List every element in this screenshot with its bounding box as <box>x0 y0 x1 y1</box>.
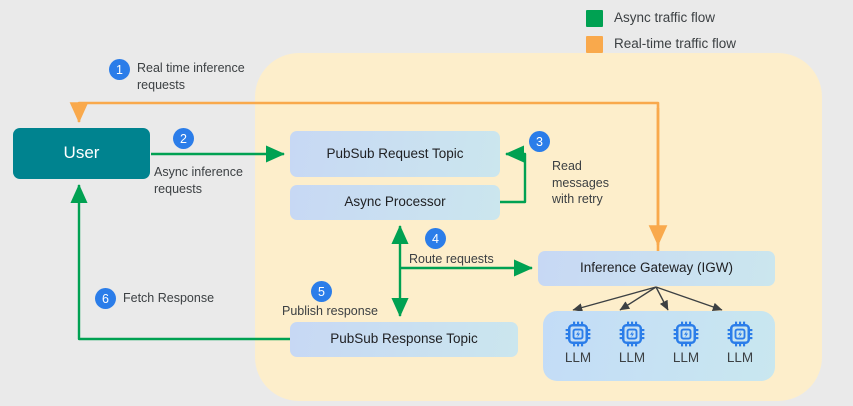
llm-label-2: LLM <box>618 350 646 365</box>
legend-item-async: Async traffic flow <box>586 7 736 29</box>
step-badge-2: 2 <box>173 128 194 149</box>
legend-label-async: Async traffic flow <box>614 10 716 26</box>
step-badge-5: 5 <box>311 281 332 302</box>
chip-icon <box>673 321 699 347</box>
chip-icon <box>727 321 753 347</box>
step-caption-3: Read messages with retry <box>552 159 609 206</box>
node-async-processor[interactable]: Async Processor <box>290 185 500 220</box>
step-caption-2: Async inference requests <box>154 165 243 196</box>
node-inference-gateway[interactable]: Inference Gateway (IGW) <box>538 251 775 286</box>
legend-item-realtime: Real-time traffic flow <box>586 33 736 55</box>
step-caption-5: Publish response <box>282 304 378 318</box>
chip-icon <box>565 321 591 347</box>
step-badge-6: 6 <box>95 288 116 309</box>
node-pubsub-response-topic[interactable]: PubSub Response Topic <box>290 322 518 357</box>
llm-cluster: LLM LLM <box>543 311 775 381</box>
llm-node-3[interactable]: LLM <box>661 319 711 365</box>
llm-node-4[interactable]: LLM <box>715 319 765 365</box>
step-badge-4: 4 <box>425 228 446 249</box>
llm-label-1: LLM <box>564 350 592 365</box>
step-badge-3: 3 <box>529 131 550 152</box>
green-square-icon <box>586 9 603 27</box>
llm-node-1[interactable]: LLM <box>553 319 603 365</box>
legend-label-realtime: Real-time traffic flow <box>614 36 737 52</box>
node-user[interactable]: User <box>13 128 150 179</box>
chip-icon <box>619 321 645 347</box>
legend: Async traffic flow Real-time traffic flo… <box>586 7 736 59</box>
orange-square-icon <box>586 35 603 53</box>
step-caption-6: Fetch Response <box>123 291 215 305</box>
step-badge-1: 1 <box>109 59 130 80</box>
llm-node-2[interactable]: LLM <box>607 319 657 365</box>
node-pubsub-request-topic[interactable]: PubSub Request Topic <box>290 131 500 177</box>
llm-label-4: LLM <box>726 350 754 365</box>
llm-label-3: LLM <box>672 350 700 365</box>
step-caption-4: Route requests <box>409 252 494 266</box>
step-caption-1: Real time inference requests <box>137 61 245 92</box>
